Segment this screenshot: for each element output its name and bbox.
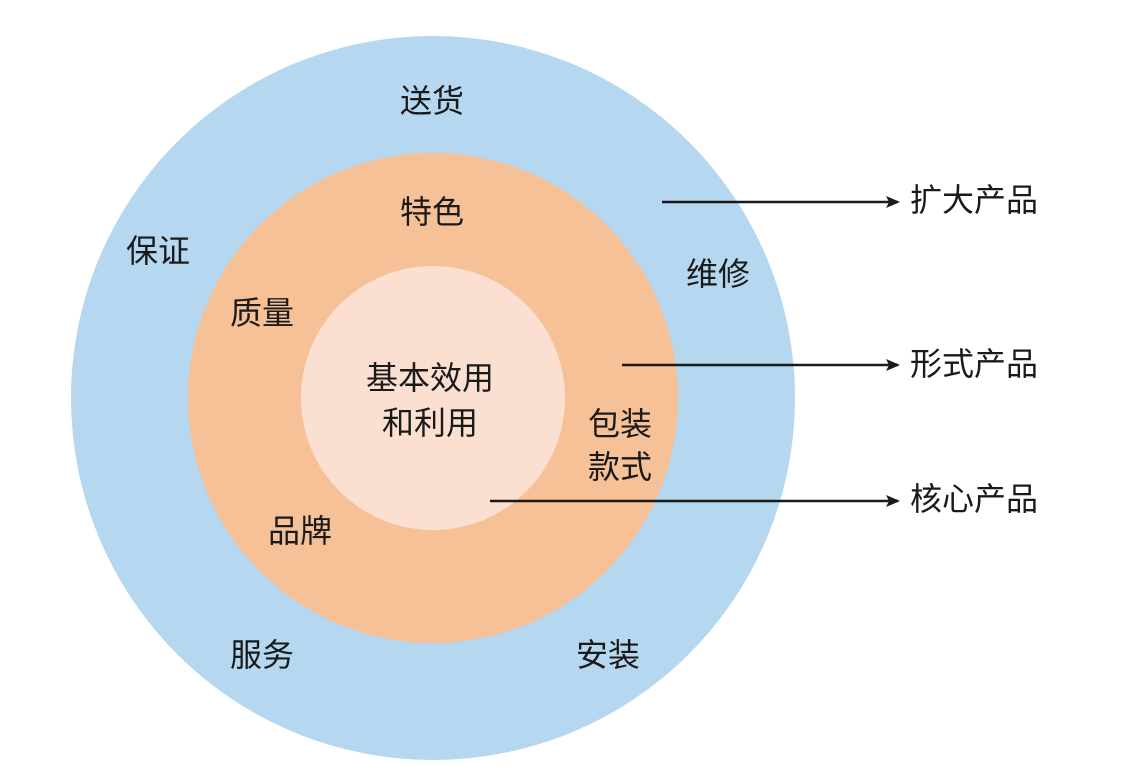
core-text-line-1: 基本效用	[366, 359, 494, 397]
label-augmented-product: 扩大产品	[910, 181, 1038, 219]
middle-item-features: 特色	[400, 193, 464, 231]
middle-item-brand: 品牌	[268, 512, 332, 550]
outer-item-delivery: 送货	[400, 82, 464, 120]
core-circle-core-product	[301, 266, 565, 530]
middle-item-packaging: 包装	[588, 405, 652, 443]
middle-item-quality: 质量	[230, 294, 294, 332]
label-actual-product: 形式产品	[910, 345, 1038, 383]
outer-item-repair: 维修	[686, 255, 750, 293]
core-text-line-2: 和利用	[382, 404, 478, 442]
outer-item-service: 服务	[230, 636, 294, 674]
label-core-product: 核心产品	[910, 480, 1038, 518]
outer-item-warranty: 保证	[126, 232, 190, 270]
middle-item-style: 款式	[588, 448, 652, 486]
outer-item-installation: 安装	[576, 636, 640, 674]
